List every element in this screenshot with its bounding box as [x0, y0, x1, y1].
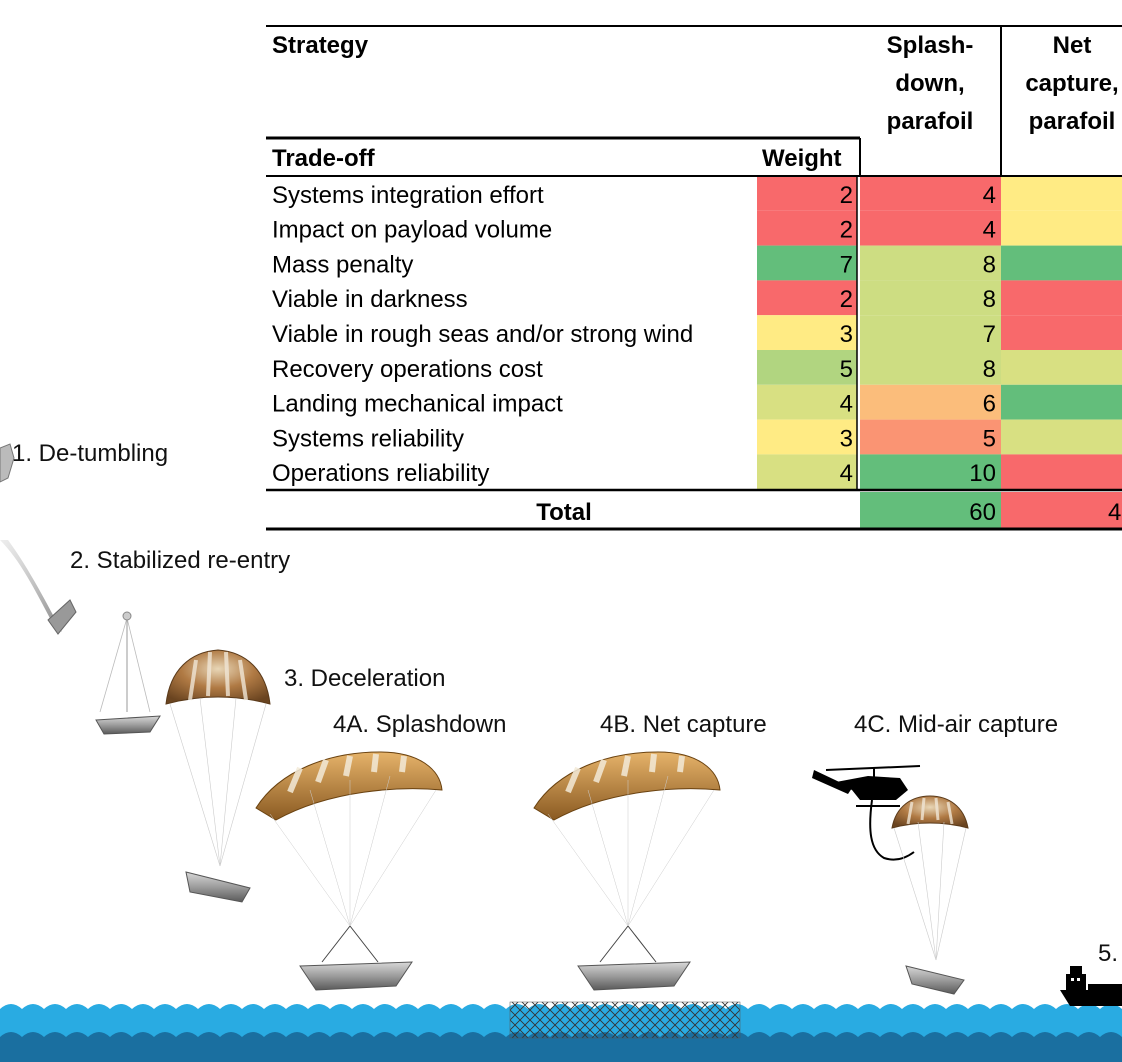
col2-cell	[1001, 350, 1122, 385]
stage-midair-capture-label: 4C. Mid-air capture	[854, 711, 1059, 738]
boat-hull-4c	[905, 965, 965, 995]
splashdown-parafoil	[255, 751, 443, 991]
stage-net-capture-label: 4B. Net capture	[600, 711, 767, 738]
total-score-value: 60	[969, 499, 996, 526]
weight-cell	[757, 454, 857, 490]
column-header-net-capture: Net capture, parafoil	[1025, 32, 1118, 135]
detumbling-vehicle	[0, 443, 15, 483]
score-value: 4	[983, 182, 996, 209]
deceleration-drogue	[95, 611, 161, 735]
score-value: 8	[983, 286, 996, 313]
total-col2-value: 4	[1108, 499, 1121, 526]
column-header-net-capture-line-2: capture,	[1025, 70, 1118, 97]
column-header-splashdown-line-3: parafoil	[887, 108, 974, 135]
column-header-net-capture-line-3: parafoil	[1029, 108, 1116, 135]
weight-cell	[757, 315, 857, 350]
weight-value: 4	[840, 391, 853, 418]
stage-splashdown-label: 4A. Splashdown	[333, 711, 507, 738]
weight-value: 3	[840, 425, 853, 452]
weight-cell	[757, 210, 857, 246]
score-cell	[860, 315, 1001, 350]
column-header-splashdown: Splash- down, parafoil	[887, 32, 974, 135]
score-value: 8	[983, 356, 996, 383]
midair-parachute	[891, 795, 969, 995]
score-cell	[860, 419, 1001, 455]
total-col2-cell	[1001, 492, 1122, 528]
col2-cell	[1001, 419, 1122, 455]
score-value: 6	[983, 391, 996, 418]
midair-helicopter	[812, 765, 921, 861]
deceleration-parachute	[165, 649, 271, 903]
capture-net	[509, 1001, 741, 1039]
weight-header: Weight	[762, 145, 842, 172]
tradeoff-row-label: Systems integration effort	[272, 182, 544, 209]
score-cell	[860, 350, 1001, 385]
total-label: Total	[536, 499, 592, 526]
weight-cell	[757, 176, 857, 211]
weight-value: 2	[840, 217, 853, 244]
weight-value: 4	[840, 460, 853, 487]
tradeoff-row-label: Mass penalty	[272, 251, 413, 278]
net-capture-parafoil	[533, 751, 721, 991]
weight-value: 2	[840, 286, 853, 313]
weight-cell	[757, 384, 857, 420]
score-cell	[860, 280, 1001, 316]
score-cell	[860, 176, 1001, 211]
col2-cell	[1001, 315, 1122, 350]
score-cell	[860, 384, 1001, 420]
score-value: 8	[983, 251, 996, 278]
score-cell	[860, 245, 1001, 281]
stage-ship-label: 5.	[1098, 940, 1119, 967]
stage-detumbling-label: 1. De-tumbling	[12, 440, 169, 467]
total-score-cell	[860, 492, 1001, 528]
col2-cell	[1001, 280, 1122, 316]
weight-value: 2	[840, 182, 853, 209]
weight-value: 5	[840, 356, 853, 383]
tradeoff-row-label: Impact on payload volume	[272, 217, 552, 244]
boat-hull-2	[185, 871, 251, 903]
col2-cell	[1001, 384, 1122, 420]
column-header-splashdown-line-2: down,	[895, 70, 964, 97]
col2-cell	[1001, 210, 1122, 246]
score-value: 10	[969, 460, 996, 487]
tradeoff-row-label: Operations reliability	[272, 460, 489, 487]
weight-cell	[757, 350, 857, 385]
tradeoff-row-label: Landing mechanical impact	[272, 391, 563, 418]
tradeoff-row-label: Systems reliability	[272, 425, 464, 452]
stage-deceleration-label: 3. Deceleration	[284, 665, 446, 692]
weight-value: 7	[840, 251, 853, 278]
score-cell	[860, 210, 1001, 246]
tradeoff-row-label: Viable in rough seas and/or strong wind	[272, 321, 693, 348]
weight-cell	[757, 245, 857, 281]
boat-hull-4b	[577, 961, 691, 991]
sea-wave-dark	[0, 1032, 1122, 1052]
column-header-splashdown-line-1: Splash-	[887, 32, 974, 59]
boat-hull-1	[95, 715, 161, 735]
col2-cell	[1001, 176, 1122, 211]
reentry-vehicle	[0, 540, 77, 635]
tradeoff-row-label: Recovery operations cost	[272, 356, 543, 383]
table-borders	[266, 25, 1122, 531]
score-value: 7	[983, 321, 996, 348]
weight-value: 3	[840, 321, 853, 348]
col2-cell	[1001, 245, 1122, 281]
score-value: 5	[983, 425, 996, 452]
tradeoff-row-label: Viable in darkness	[272, 286, 468, 313]
score-value: 4	[983, 217, 996, 244]
weight-cell	[757, 280, 857, 316]
boat-hull-4a	[299, 961, 413, 991]
weight-cell	[757, 419, 857, 455]
tradeoff-header: Trade-off	[272, 145, 376, 172]
strategy-header: Strategy	[272, 32, 369, 59]
stage-reentry-label: 2. Stabilized re-entry	[70, 547, 291, 574]
score-cell	[860, 454, 1001, 490]
recovery-ship	[1060, 966, 1122, 1006]
sea	[0, 1001, 1122, 1062]
column-header-net-capture-line-1: Net	[1053, 32, 1092, 59]
col2-cell	[1001, 454, 1122, 490]
